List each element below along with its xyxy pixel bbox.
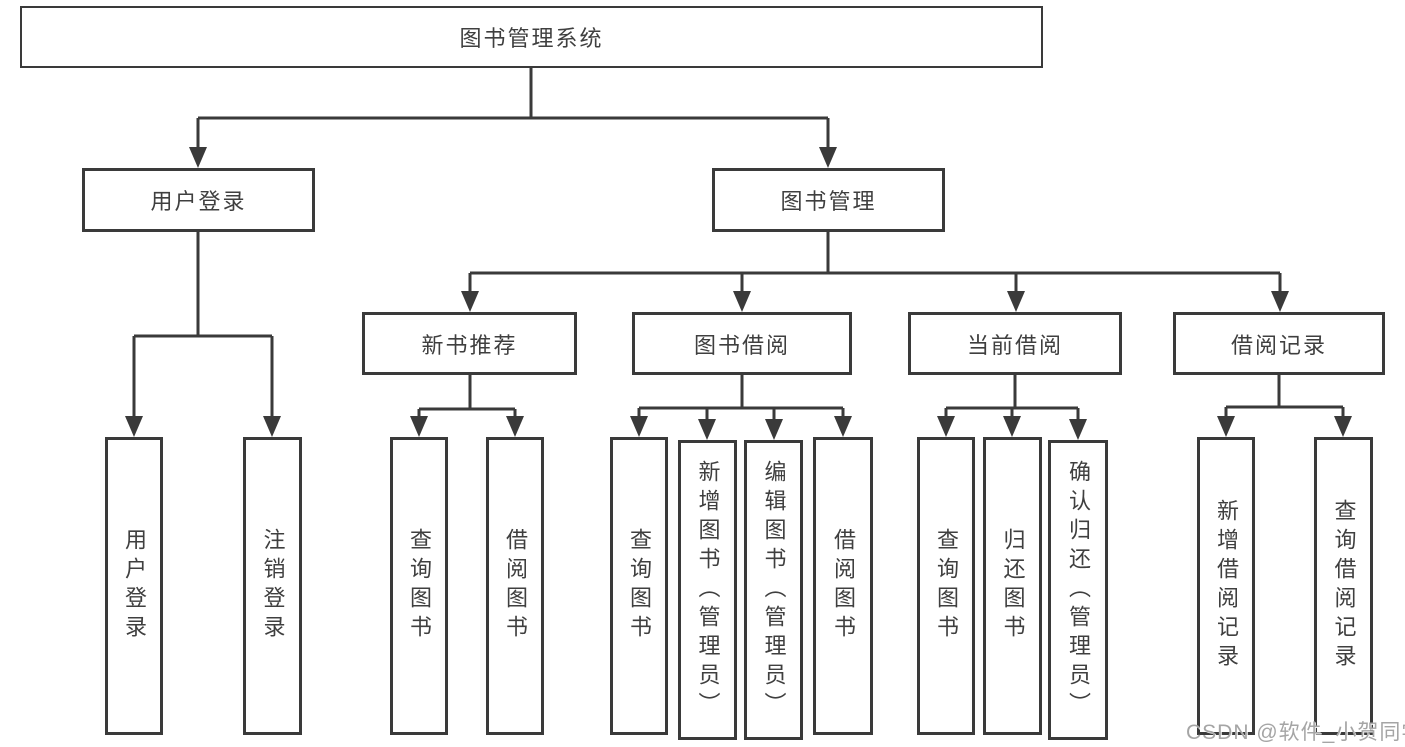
leaf-logout: 注销登录 [243, 437, 302, 735]
node-book-borrow-label: 图书借阅 [693, 332, 790, 358]
leaf-bb-edit-books-label: 编辑图书（管理员） [761, 459, 787, 721]
leaf-cb-query-books: 查询图书 [917, 437, 975, 735]
leaf-cb-confirm-return-label: 确认归还（管理员） [1066, 459, 1091, 721]
leaf-bb-borrow-books-label: 借阅图书 [831, 528, 856, 644]
leaf-user-login-label: 用户登录 [122, 528, 147, 644]
connector-root-to-level2 [189, 68, 837, 168]
leaf-bb-add-books: 新增图书（管理员） [678, 440, 737, 740]
leaf-bb-query-books-label: 查询图书 [627, 528, 652, 644]
leaf-logout-label: 注销登录 [260, 528, 286, 644]
leaf-cb-return-books-label: 归还图书 [1000, 528, 1026, 644]
leaf-user-login: 用户登录 [105, 437, 163, 735]
leaf-nb-borrow-books-label: 借阅图书 [503, 528, 528, 644]
node-user-login: 用户登录 [82, 168, 315, 232]
node-borrow-records: 借阅记录 [1173, 312, 1385, 375]
leaf-bb-query-books: 查询图书 [610, 437, 668, 735]
leaf-br-add-record: 新增借阅记录 [1197, 437, 1255, 735]
connector-new-book-branch [410, 375, 524, 437]
node-root: 图书管理系统 [20, 6, 1043, 68]
connector-borrow-records-branch [1217, 375, 1352, 437]
leaf-cb-return-books: 归还图书 [983, 437, 1042, 735]
node-current-borrow: 当前借阅 [908, 312, 1122, 375]
leaf-bb-borrow-books: 借阅图书 [813, 437, 873, 735]
leaf-br-query-record: 查询借阅记录 [1314, 437, 1373, 735]
node-new-book-recommend-label: 新书推荐 [421, 332, 518, 358]
node-book-management: 图书管理 [712, 168, 945, 232]
leaf-br-add-record-label: 新增借阅记录 [1214, 499, 1239, 673]
connector-current-borrow-branch [937, 375, 1087, 440]
node-current-borrow-label: 当前借阅 [966, 332, 1063, 358]
csdn-watermark: CSDN @软件_小贺同学 [1186, 721, 1405, 744]
leaf-bb-edit-books: 编辑图书（管理员） [744, 440, 803, 740]
connector-book-management-branch [461, 232, 1289, 312]
node-book-management-label: 图书管理 [780, 189, 877, 214]
node-user-login-label: 用户登录 [150, 189, 247, 214]
node-borrow-records-label: 借阅记录 [1230, 332, 1327, 358]
node-book-borrow: 图书借阅 [632, 312, 852, 375]
connector-book-borrow-branch [630, 375, 852, 440]
leaf-cb-confirm-return: 确认归还（管理员） [1048, 440, 1108, 740]
leaf-nb-query-books: 查询图书 [390, 437, 448, 735]
node-root-label: 图书管理系统 [459, 26, 604, 51]
leaf-nb-borrow-books: 借阅图书 [486, 437, 544, 735]
node-new-book-recommend: 新书推荐 [362, 312, 577, 375]
leaf-br-query-record-label: 查询借阅记录 [1331, 499, 1357, 673]
connector-user-login-branch [125, 232, 281, 437]
leaf-nb-query-books-label: 查询图书 [407, 528, 432, 644]
leaf-cb-query-books-label: 查询图书 [934, 528, 959, 644]
leaf-bb-add-books-label: 新增图书（管理员） [695, 459, 721, 721]
